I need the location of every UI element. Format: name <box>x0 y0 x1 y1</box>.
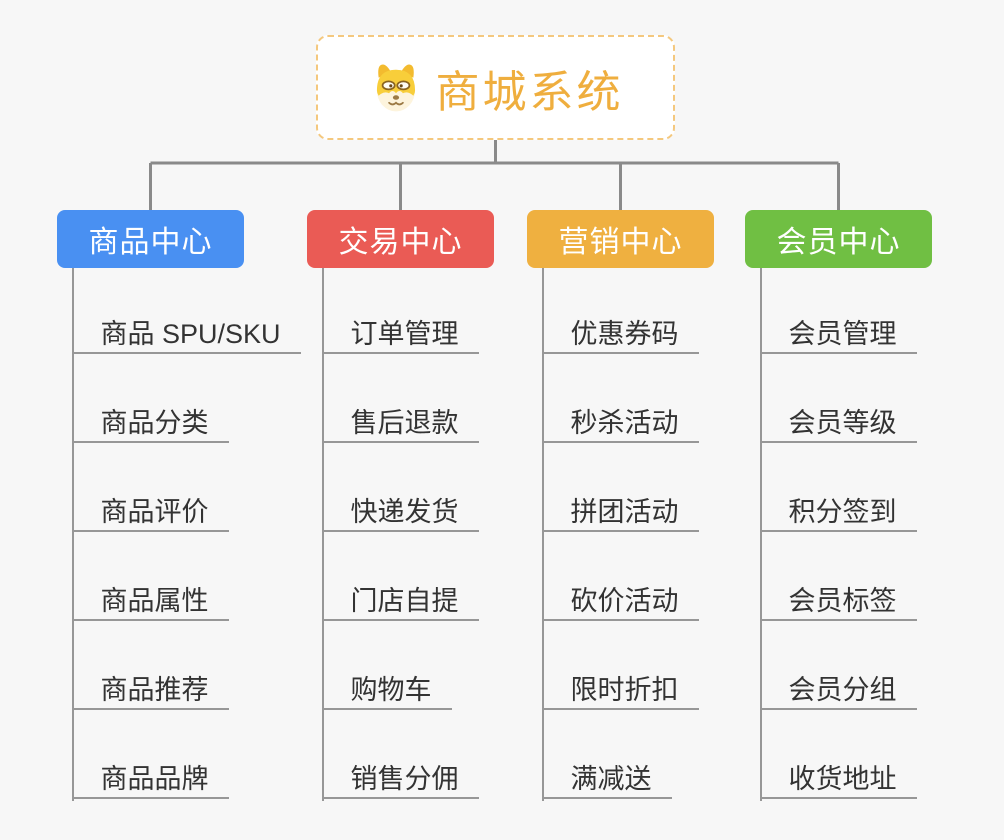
leaf-node[interactable]: 会员标签 <box>760 579 917 621</box>
root-node[interactable]: 商城系统 <box>316 35 675 140</box>
leaf-node[interactable]: 门店自提 <box>322 579 479 621</box>
leaf-node[interactable]: 快递发货 <box>322 490 479 532</box>
branch-node-3[interactable]: 营销中心 <box>527 210 714 268</box>
leaf-node[interactable]: 秒杀活动 <box>542 401 699 443</box>
leaf-node[interactable]: 售后退款 <box>322 401 479 443</box>
leaf-node[interactable]: 砍价活动 <box>542 579 699 621</box>
leaf-node[interactable]: 会员管理 <box>760 312 917 354</box>
branch-label: 交易中心 <box>338 226 463 259</box>
leaf-node[interactable]: 商品推荐 <box>72 668 229 710</box>
branch-node-4[interactable]: 会员中心 <box>745 210 932 268</box>
leaf-node[interactable]: 会员等级 <box>760 401 917 443</box>
branch-node-1[interactable]: 商品中心 <box>57 210 244 268</box>
leaf-node[interactable]: 销售分佣 <box>322 757 479 799</box>
branch-node-2[interactable]: 交易中心 <box>307 210 494 268</box>
leaf-node[interactable]: 会员分组 <box>760 668 917 710</box>
leaf-node[interactable]: 拼团活动 <box>542 490 699 532</box>
root-title: 商城系统 <box>435 67 624 117</box>
leaf-node[interactable]: 商品分类 <box>72 401 229 443</box>
leaf-node[interactable]: 商品属性 <box>72 579 229 621</box>
leaf-node[interactable]: 满减送 <box>542 757 672 799</box>
branch-label: 会员中心 <box>776 226 901 259</box>
branch-spine-line <box>71 268 74 801</box>
leaf-node[interactable]: 商品评价 <box>72 490 229 532</box>
doge-icon <box>368 62 424 114</box>
leaf-node[interactable]: 购物车 <box>322 668 452 710</box>
branch-spine-line <box>321 268 324 801</box>
leaf-node[interactable]: 积分签到 <box>760 490 917 532</box>
leaf-node[interactable]: 收货地址 <box>760 757 917 799</box>
leaf-node[interactable]: 优惠券码 <box>542 312 699 354</box>
leaf-node[interactable]: 商品品牌 <box>72 757 229 799</box>
branch-label: 营销中心 <box>558 226 683 259</box>
leaf-node[interactable]: 商品 SPU/SKU <box>72 312 301 354</box>
branch-spine-line <box>759 268 762 801</box>
branch-label: 商品中心 <box>88 226 213 259</box>
leaf-node[interactable]: 订单管理 <box>322 312 479 354</box>
branch-spine-line <box>541 268 544 801</box>
leaf-node[interactable]: 限时折扣 <box>542 668 699 710</box>
